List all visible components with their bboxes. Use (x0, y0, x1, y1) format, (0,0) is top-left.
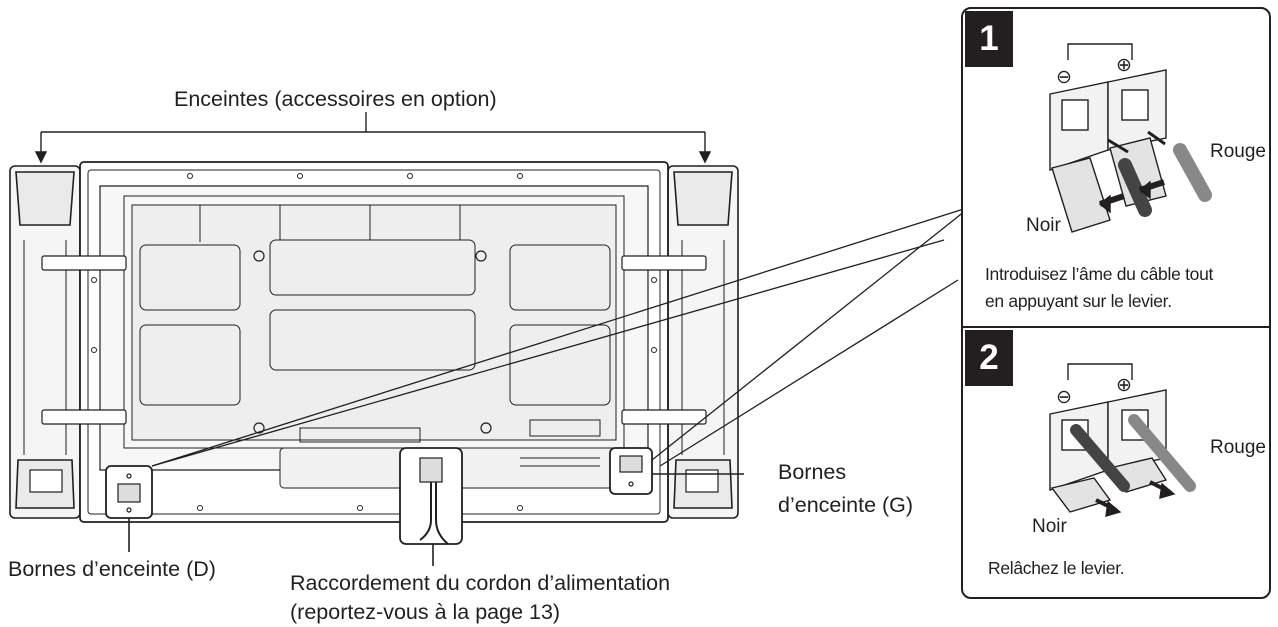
step2-minus-symbol: ⊖ (1056, 387, 1072, 408)
right-speaker (667, 165, 739, 519)
step1-red-label: Rouge (1210, 141, 1266, 162)
speakers-label: Enceintes (accessoires en option) (174, 87, 497, 111)
step1-number: 1 (979, 19, 999, 58)
callout-leader-lines (151, 206, 971, 467)
step1-plus-symbol: ⊕ (1116, 55, 1132, 76)
step2-red-label: Rouge (1210, 437, 1266, 458)
step1-instruction-line1: Introduisez l’âme du câble tout (985, 264, 1214, 284)
step1-instruction-line2: en appuyant sur le levier. (985, 291, 1172, 311)
step2-terminal-illustration (1049, 363, 1196, 517)
step1-terminal-illustration (1049, 43, 1212, 233)
step2-black-label: Noir (1032, 516, 1067, 537)
step1-minus-symbol: ⊖ (1056, 67, 1072, 88)
right-terminal-label: Bornes d’enceinte (D) (8, 557, 216, 581)
terminal-highlight-details (117, 455, 643, 545)
display-rear-panel (41, 161, 707, 523)
left-terminal-label-line2: d’enceinte (G) (778, 493, 914, 517)
step2-number: 2 (979, 338, 999, 377)
speakers-callout-bracket (34, 112, 712, 164)
step2-plus-symbol: ⊕ (1116, 375, 1132, 396)
instruction-panel (961, 7, 1271, 599)
step1-black-label: Noir (1026, 215, 1061, 236)
left-terminal-label-line1: Bornes (778, 460, 847, 484)
left-speaker (9, 165, 81, 519)
step2-instruction: Relâchez le levier. (988, 558, 1125, 578)
power-cord-label-line2: (reportez-vous à la page 13) (290, 600, 561, 624)
power-cord-label-line1: Raccordement du cordon d’alimentation (290, 571, 671, 595)
label-leader-lines (128, 473, 744, 566)
